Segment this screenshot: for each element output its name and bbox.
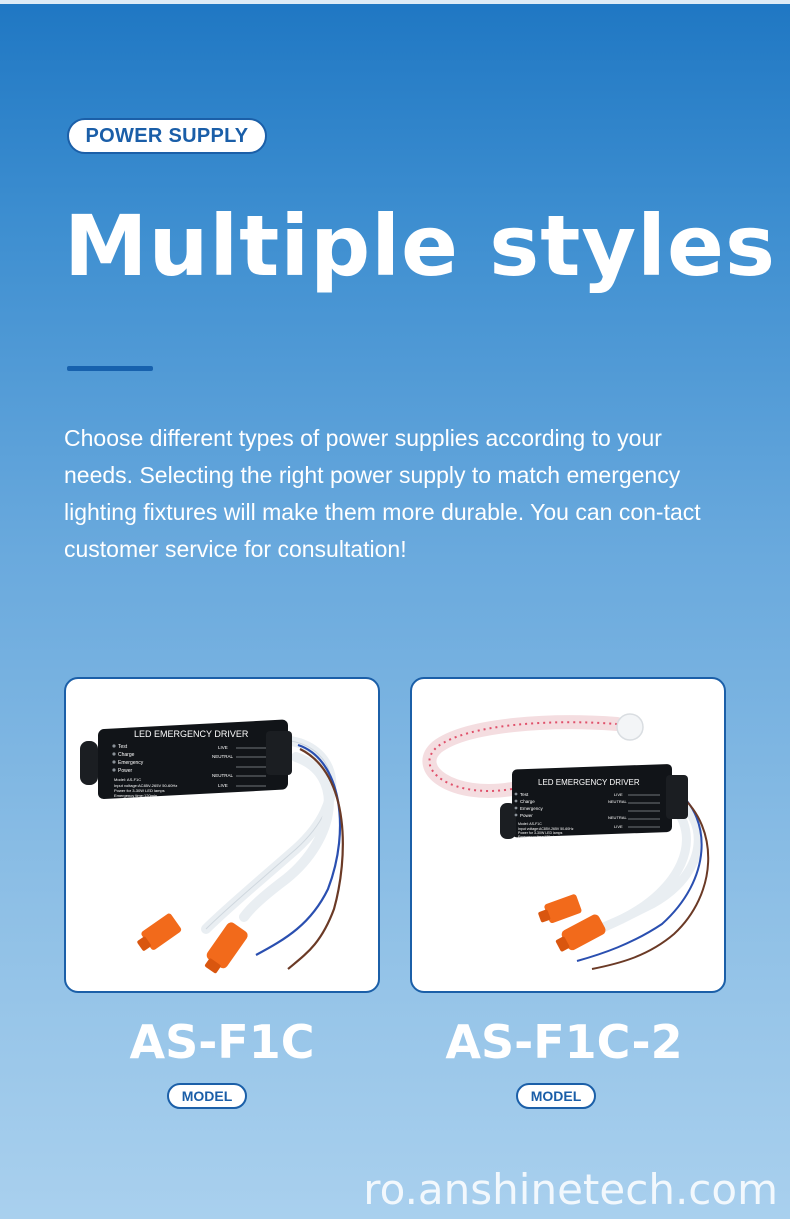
category-badge: POWER SUPPLY xyxy=(67,118,267,154)
connector-plug-icon xyxy=(616,713,644,741)
led-test-icon xyxy=(112,744,116,748)
site-watermark: ro.anshinetech.com xyxy=(363,1165,778,1214)
label-note: This driver is suitable for all LED lamp… xyxy=(518,845,597,849)
label-title: LED EMERGENCY DRIVER xyxy=(134,729,249,739)
terminal-live-top: LIVE xyxy=(614,792,623,797)
led-charge-icon xyxy=(112,752,116,756)
indicator-emergency: Emergency xyxy=(118,760,144,766)
label-spec-temp: ta:45℃ tc:80℃ xyxy=(518,839,543,843)
label-serial: S/N:200920190011 xyxy=(224,799,259,804)
terminal-neutral-top: NEUTRAL xyxy=(608,799,627,804)
product-card-as-f1c[interactable]: LED EMERGENCY DRIVER Test Charge Emergen… xyxy=(64,677,380,993)
indicator-charge: Charge xyxy=(520,799,535,804)
title-divider xyxy=(67,366,153,371)
led-power-icon xyxy=(514,813,518,817)
top-highlight-line xyxy=(0,0,790,4)
product-name-as-f1c-2: AS-F1C-2 xyxy=(445,1015,683,1069)
led-emergency-icon xyxy=(112,760,116,764)
label-spec-time: Emergency time:120min xyxy=(114,793,157,798)
indicator-emergency: Emergency xyxy=(520,806,544,811)
product-card-as-f1c-2[interactable]: LED EMERGENCY DRIVER Test Charge Emergen… xyxy=(410,677,726,993)
led-test-icon xyxy=(514,792,518,796)
label-spec-time: Emergency time:120min xyxy=(518,835,556,839)
led-charge-icon xyxy=(514,799,518,803)
label-model: Model: AS-F1C xyxy=(518,822,542,826)
label-serial: S/N:200920190011 xyxy=(618,842,648,846)
terminal-neutral-bottom: NEUTRAL xyxy=(212,773,234,778)
indicator-power: Power xyxy=(118,768,133,774)
terminal-live-bottom: LIVE xyxy=(218,783,228,788)
indicator-test: Test xyxy=(520,792,529,797)
label-model: Model: AS-F1C xyxy=(114,777,141,782)
description-text: Choose different types of power supplies… xyxy=(64,425,701,562)
terminal-live-top: LIVE xyxy=(218,745,228,750)
label-spec-input: Input voltage:AC85V-265V 50-60Hz xyxy=(114,783,177,788)
label-note: This driver is suitable for all LED lamp… xyxy=(114,806,206,810)
page-title: Multiple styles xyxy=(64,197,776,295)
label-spec-temp: ta:45℃ tc:80℃ xyxy=(114,798,142,803)
label-title: LED EMERGENCY DRIVER xyxy=(538,778,640,787)
label-spec-power: Power for 3-30W LED lamps xyxy=(114,788,165,793)
product-image-as-f1c: LED EMERGENCY DRIVER Test Charge Emergen… xyxy=(80,719,344,974)
product-name-as-f1c: AS-F1C xyxy=(129,1015,315,1069)
label-spec-input: Input voltage:AC85V-265V 50-60Hz xyxy=(518,827,574,831)
terminal-live-bottom: LIVE xyxy=(614,824,623,829)
label-spec-power: Power for 3-30W LED lamps xyxy=(518,831,563,835)
terminal-neutral-bottom: NEUTRAL xyxy=(608,815,627,820)
led-emergency-icon xyxy=(514,806,518,810)
product-image-as-f1c-2: LED EMERGENCY DRIVER Test Charge Emergen… xyxy=(422,713,710,970)
indicator-test: Test xyxy=(118,744,128,750)
led-power-icon xyxy=(112,768,116,772)
terminal-neutral-top: NEUTRAL xyxy=(212,754,234,759)
indicator-charge: Charge xyxy=(118,752,135,758)
indicator-power: Power xyxy=(520,813,533,818)
model-tag-as-f1c: MODEL xyxy=(167,1083,247,1109)
model-tag-as-f1c-2: MODEL xyxy=(516,1083,596,1109)
